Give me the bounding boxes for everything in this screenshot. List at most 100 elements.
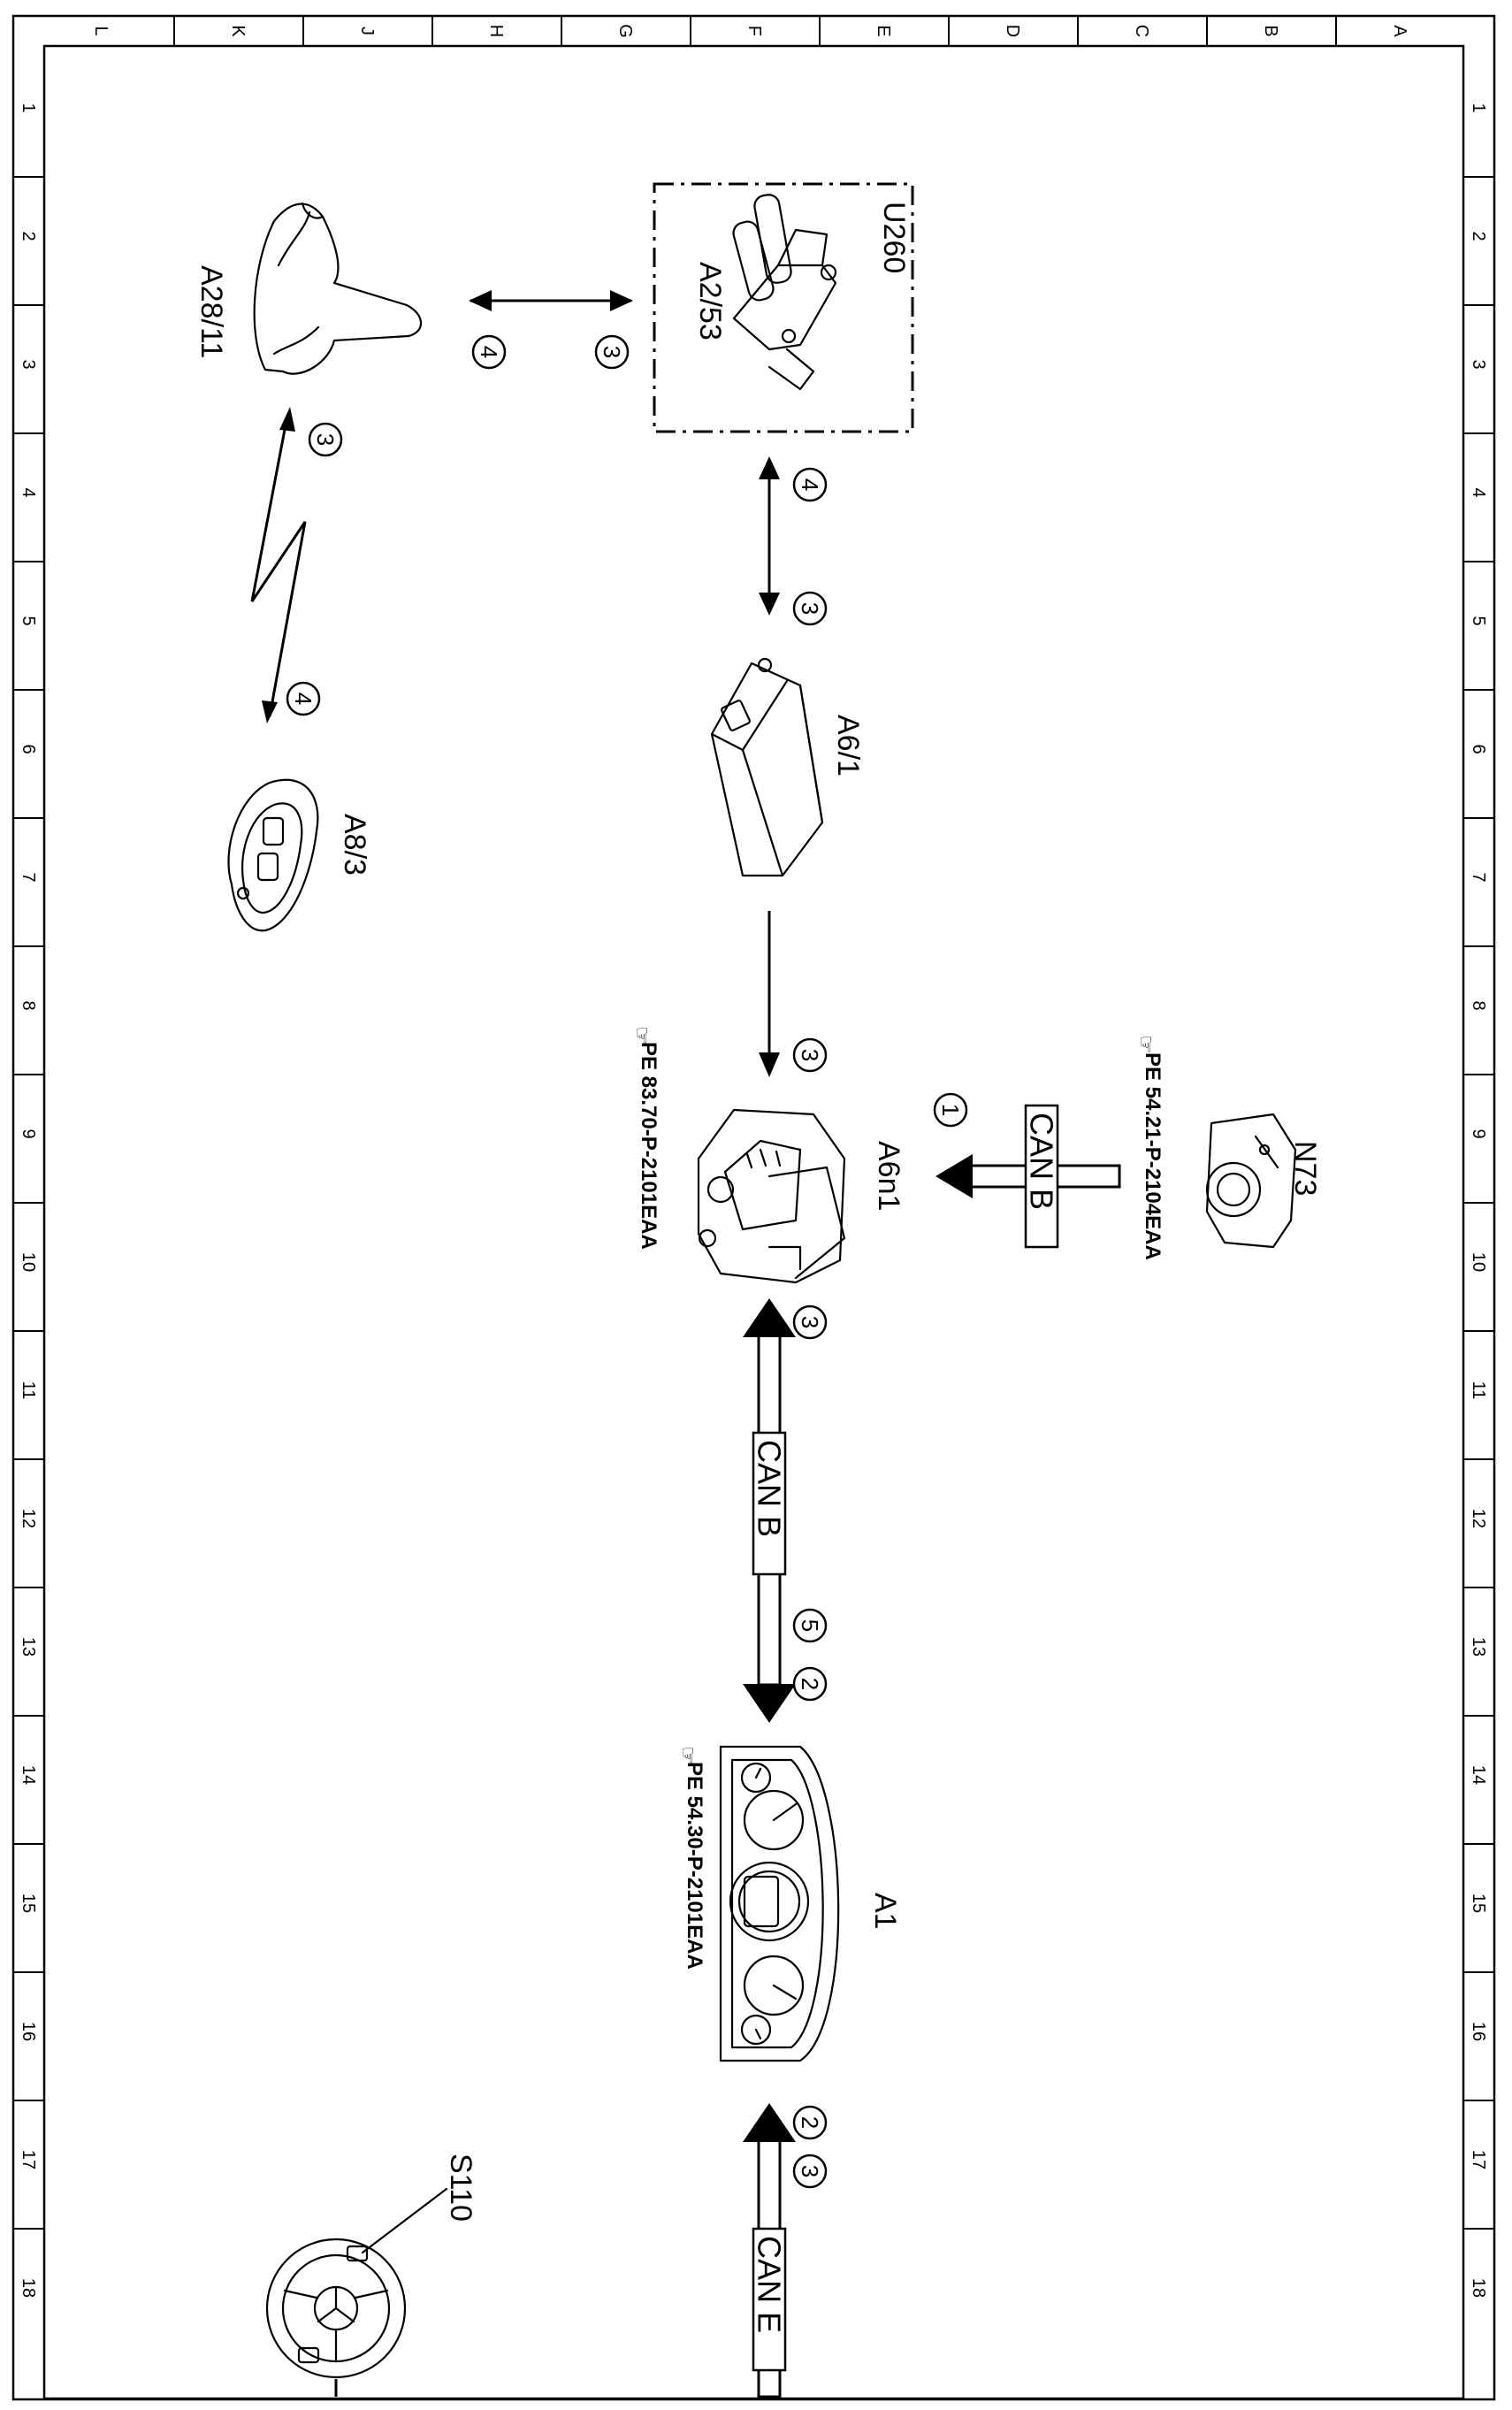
a2-53-label: A2/53 [693,262,727,340]
reference-pointer-icon: ☞ [1134,1035,1157,1054]
row-label: 15 [19,1894,38,1913]
a6-1-icon [710,657,824,877]
marker-1: 1 [933,1092,968,1128]
column-ticks [173,16,1337,46]
reference-pointer-icon: ☞ [676,1746,699,1765]
row-label: 7 [1469,872,1488,882]
svg-text:3: 3 [797,602,823,615]
marker-3: 3 [308,422,343,457]
row-label: 6 [19,744,38,754]
column-labels: L K J H G F E D C B A [91,24,1409,38]
a28-11-label: A28/11 [195,265,228,358]
col-label: J [357,27,377,35]
a28-11-icon [253,202,423,375]
n73-icon [1205,1113,1297,1249]
can-b-label-upper: CAN B [1024,1113,1060,1210]
arrowhead-down [759,593,780,616]
arrowhead-up [759,456,780,479]
row-label: 13 [19,1637,38,1656]
col-label: K [228,25,248,37]
row-labels-right: 1 2 3 4 5 6 7 8 9 10 11 12 13 14 15 16 1… [1469,103,1488,2298]
can-e-label-box [752,2227,787,2372]
col-label: H [486,25,506,37]
col-label: F [745,26,764,36]
col-label: G [615,24,635,38]
marker-3: 3 [792,2154,828,2189]
arrowhead-up [743,1298,796,1337]
a1-label: A1 [868,1893,902,1930]
inner-frame [42,44,1465,2400]
row-label: 17 [19,2150,38,2169]
row-label: 3 [19,359,38,369]
col-label: D [1003,25,1022,37]
row-label: 2 [19,231,38,241]
svg-text:2: 2 [797,2116,823,2129]
a6n1-icon [697,1108,846,1284]
marker-4: 4 [471,334,507,370]
row-label: 9 [1469,1128,1488,1138]
row-label: 11 [1469,1381,1488,1400]
marker-3: 3 [792,591,828,626]
col-label: L [91,26,111,35]
row-label: 13 [1469,1637,1488,1656]
col-label: A [1390,25,1409,37]
col-label: C [1132,25,1151,37]
row-label: 12 [19,1509,38,1528]
svg-text:3: 3 [797,1049,823,1061]
row-label: 5 [1469,616,1488,625]
svg-text:4: 4 [797,478,823,491]
a6n1-label: A6n1 [872,1141,905,1211]
can-b-label-box-upper [1024,1104,1059,1249]
row-label: 12 [1469,1509,1488,1528]
row-label: 1 [19,103,38,112]
arrowhead-down [262,700,278,723]
a1-reference: PE 54.30-P-2101EAA [683,1762,706,1970]
row-label: 14 [1469,1765,1488,1785]
arrowhead-down [743,1684,796,1723]
s110-label: S110 [444,2154,477,2222]
row-labels-left: 1 2 3 4 5 6 7 8 9 10 11 12 13 14 15 16 1… [19,103,38,2298]
n73-reference: PE 54.21-P-2104EAA [1141,1052,1165,1260]
svg-text:4: 4 [290,692,317,705]
row-label: 5 [19,616,38,625]
arrowhead-down [759,1052,780,1077]
row-label: 11 [19,1381,38,1400]
radio-link-a28-a8 [250,415,307,717]
row-label: 3 [1469,359,1488,369]
outer-frame [11,14,1496,2401]
row-label: 8 [19,1000,38,1010]
can-e-label: CAN E [752,2236,788,2333]
can-b-label-lower: CAN B [752,1440,788,1537]
a6n1-reference: PE 83.70-P-2101EAA [637,1042,661,1250]
row-label: 1 [1469,103,1488,112]
arrowhead-up [743,2103,796,2142]
svg-text:2: 2 [797,1678,823,1690]
s110-icon [265,2187,448,2379]
arrowhead-up [279,407,295,432]
arrowhead-left [935,1154,973,1198]
arrowhead-right [610,290,633,311]
row-label: 14 [19,1765,38,1785]
marker-3: 3 [792,1304,828,1340]
row-label: 2 [1469,231,1488,241]
row-label: 8 [1469,1000,1488,1010]
marker-4: 4 [286,681,321,716]
svg-text:3: 3 [797,2165,823,2177]
a2-53-icon [732,194,837,391]
row-label: 18 [19,2278,38,2298]
marker-4: 4 [792,467,828,502]
row-ticks [13,176,1494,2230]
a8-3-icon [227,778,319,932]
row-label: 9 [19,1128,38,1138]
arrowhead-left [469,290,492,311]
row-label: 4 [19,487,38,497]
row-label: 16 [1469,2022,1488,2041]
a8-3-label: A8/3 [338,814,371,876]
marker-3: 3 [594,334,630,370]
row-label: 6 [1469,744,1488,754]
row-label: 15 [1469,1894,1488,1913]
row-label: 16 [19,2022,38,2041]
svg-text:4: 4 [476,346,502,358]
marker-5: 5 [792,1608,828,1643]
